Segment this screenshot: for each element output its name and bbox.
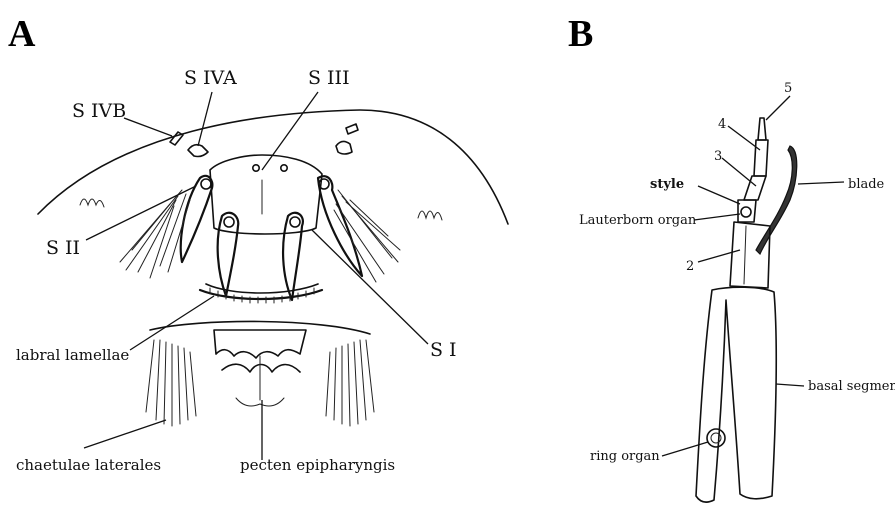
antenna-segment-2 [730,222,770,288]
left-chaetulae [146,340,196,426]
right-brush [334,190,400,282]
label-pecten-epipharyngis: pecten epipharyngis [240,456,395,474]
panel-a-letter: A [8,13,36,55]
panel-b-letter: B [568,13,593,55]
panel-b-leaders [662,96,844,456]
blade [756,146,797,254]
ring-organ [707,429,725,447]
label-style: style [650,177,684,192]
label-s-ii: S II [46,237,80,259]
pecten-plate [214,330,306,358]
label-s-i: S I [430,339,457,361]
label-2: 2 [686,259,694,274]
s-i-left-socket [224,217,234,227]
antenna-segment-5 [758,118,766,140]
label-labral-lamellae: labral lamellae [16,346,129,364]
lower-plate-top [150,321,370,334]
s-iva-right-sensillum [336,141,352,154]
segment-2-inner-line [744,226,746,284]
basal-segment [696,287,776,502]
s-ivb-left-sensillum [170,132,183,145]
label-chaetulae-laterales: chaetulae laterales [16,456,161,474]
label-4: 4 [718,117,726,132]
label-basal-segment: basal segment [808,379,895,394]
antenna-drawing [696,118,797,502]
left-brush [120,190,190,278]
right-chaetulae [326,340,374,426]
s-ivb-right-sensillum [346,124,358,134]
s-iva-left-sensillum [188,145,208,157]
s-ii-left-socket [201,179,211,189]
labrum-drawing [38,110,508,426]
label-5: 5 [784,81,792,96]
label-s-iva: S IVA [184,67,237,89]
central-plate [210,155,322,234]
label-s-iii: S III [308,67,350,89]
s-iii-left-pit [253,165,259,171]
s-ii-right-seta [318,176,362,276]
label-3: 3 [714,149,722,164]
label-blade: blade [848,177,885,192]
antenna-segment-4 [754,140,768,176]
right-side-mark [418,211,442,220]
lauterborn-organ [741,207,751,217]
label-s-ivb: S IVB [72,100,126,122]
head-capsule-outline [38,110,508,224]
left-side-mark [80,199,104,207]
label-lauterborn-organ: Lauterborn organ [579,213,697,228]
s-i-right-socket [290,217,300,227]
s-iii-right-pit [281,165,287,171]
label-ring-organ: ring organ [590,449,660,464]
pecten-teeth [222,364,300,372]
panel-a-leaders [84,92,428,460]
s-i-left-seta [218,213,239,296]
